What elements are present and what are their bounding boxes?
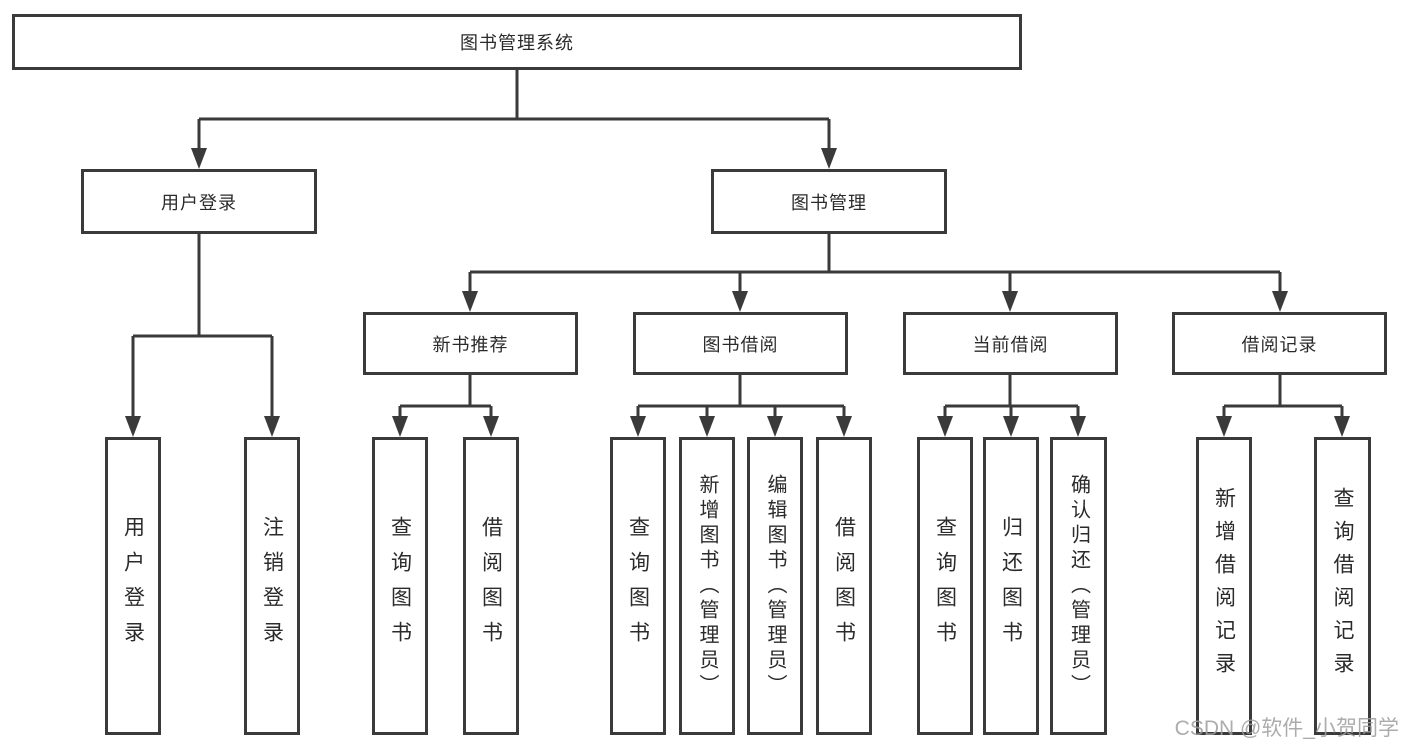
node-current-borrow-label: 当前借阅: [972, 334, 1049, 355]
leaf-query-borrow-record-label: 查询借阅记录: [1331, 487, 1354, 685]
leaf-return-book-label: 归还图书: [999, 516, 1023, 656]
arrow-down-icon: [937, 416, 953, 437]
leaf-confirm-return-admin-label: 确认归还（管理员）: [1067, 473, 1090, 699]
node-root-label: 图书管理系统: [460, 33, 574, 53]
tree-edges: [131, 70, 1344, 420]
arrow-down-icon: [1334, 416, 1350, 437]
leaf-query-book-newrec-label: 查询图书: [388, 516, 412, 656]
arrow-down-icon: [462, 291, 478, 312]
node-user-login: 用户登录: [81, 169, 317, 234]
arrow-down-icon: [1272, 291, 1288, 312]
arrow-down-icon: [483, 416, 499, 437]
arrow-down-icon: [1002, 291, 1018, 312]
leaf-confirm-return-admin: 确认归还（管理员）: [1050, 437, 1107, 735]
leaf-borrow-book-newrec-label: 借阅图书: [479, 516, 503, 656]
arrow-down-icon: [821, 148, 837, 169]
arrow-down-icon: [125, 416, 141, 437]
node-book-management: 图书管理: [711, 169, 947, 234]
leaf-user-login: 用户登录: [105, 437, 161, 735]
leaf-borrow-book-label: 借阅图书: [832, 516, 856, 656]
arrow-down-icon: [1216, 416, 1232, 437]
arrow-down-icon: [699, 416, 715, 437]
node-user-login-label: 用户登录: [161, 192, 237, 213]
arrow-down-icon: [264, 416, 280, 437]
node-book-management-label: 图书管理: [791, 192, 867, 213]
leaf-borrow-book: 借阅图书: [816, 437, 872, 735]
csdn-watermark: CSDN @软件_小贺同学: [1174, 717, 1399, 740]
leaf-logout: 注销登录: [244, 437, 300, 735]
leaf-add-book-admin: 新增图书（管理员）: [679, 437, 735, 735]
node-new-book-recommend: 新书推荐: [363, 312, 578, 375]
leaf-edit-book-admin-label: 编辑图书（管理员）: [764, 473, 786, 699]
leaf-query-book-current: 查询图书: [917, 437, 973, 735]
leaf-borrow-book-newrec: 借阅图书: [463, 437, 519, 735]
leaf-add-borrow-record: 新增借阅记录: [1196, 437, 1252, 735]
arrow-down-icon: [1070, 416, 1086, 437]
arrow-down-icon: [767, 416, 783, 437]
leaf-user-login-label: 用户登录: [121, 516, 145, 656]
arrow-down-icon: [630, 416, 646, 437]
leaf-query-book-current-label: 查询图书: [933, 516, 957, 656]
leaf-return-book: 归还图书: [983, 437, 1039, 735]
leaf-query-borrow-record: 查询借阅记录: [1314, 437, 1371, 735]
leaf-add-book-admin-label: 新增图书（管理员）: [696, 473, 718, 699]
arrow-down-icon: [732, 291, 748, 312]
arrow-down-icon: [392, 416, 408, 437]
leaf-add-borrow-record-label: 新增借阅记录: [1212, 487, 1236, 685]
node-borrow-records-label: 借阅记录: [1241, 334, 1318, 355]
arrow-down-icon: [191, 148, 207, 169]
leaf-logout-label: 注销登录: [260, 516, 284, 656]
leaf-edit-book-admin: 编辑图书（管理员）: [747, 437, 803, 735]
node-borrow-records: 借阅记录: [1172, 312, 1387, 375]
arrowheads: [125, 148, 1350, 437]
node-book-borrow-label: 图书借阅: [702, 334, 779, 355]
leaf-query-book-borrow: 查询图书: [610, 437, 666, 735]
node-root: 图书管理系统: [12, 14, 1022, 70]
node-current-borrow: 当前借阅: [903, 312, 1118, 375]
node-new-book-recommend-label: 新书推荐: [432, 334, 509, 355]
node-book-borrow: 图书借阅: [633, 312, 848, 375]
arrow-down-icon: [836, 416, 852, 437]
leaf-query-book-borrow-label: 查询图书: [626, 516, 650, 656]
arrow-down-icon: [1003, 416, 1019, 437]
leaf-query-book-newrec: 查询图书: [372, 437, 428, 735]
